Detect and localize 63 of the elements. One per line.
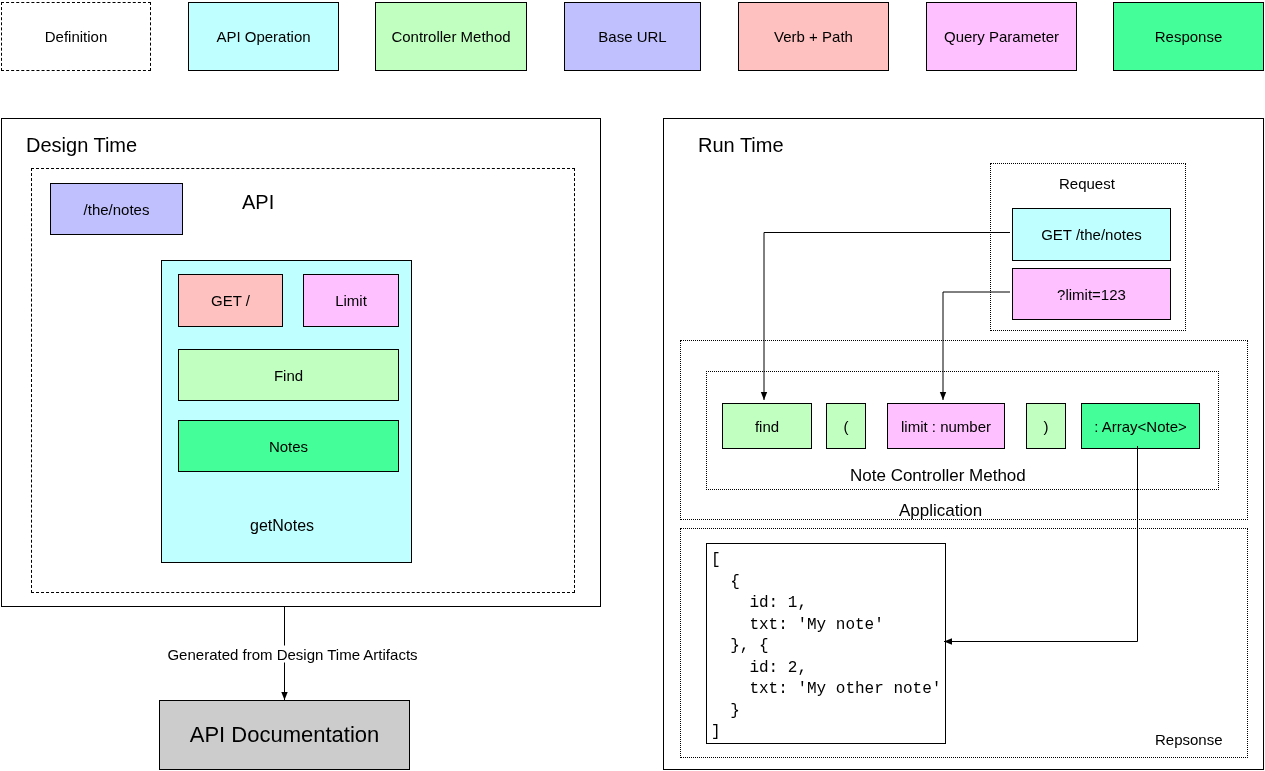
code-line: }, { <box>729 636 770 657</box>
group-title: Run Time <box>698 134 784 157</box>
group-title: Design Time <box>26 134 138 157</box>
edge-label: Generated from Design Time Artifacts <box>165 645 420 662</box>
code-line: id: 1, <box>748 593 808 614</box>
legend-text: Definition <box>44 27 108 46</box>
group-title: Request <box>1059 175 1115 192</box>
group-title: Application <box>899 501 983 521</box>
panel <box>663 118 1264 770</box>
group-title: Repsonse <box>1155 731 1223 748</box>
legend-text: Query Parameter <box>943 27 1059 46</box>
box-label: /the/notes <box>83 200 150 218</box>
group-title: API <box>242 191 275 214</box>
box-label: GET / <box>211 292 250 309</box>
legend-text: Base URL <box>598 27 667 46</box>
box-label: : Array<Note> <box>1094 417 1187 435</box>
process-box <box>178 420 399 472</box>
process-box <box>1081 403 1200 449</box>
code-line: ] <box>711 722 722 743</box>
code-box <box>706 543 946 744</box>
process-box <box>722 403 812 449</box>
operation-box <box>161 260 412 563</box>
process-box <box>178 274 283 327</box>
box-label: GET /the/notes <box>1041 226 1142 243</box>
group-frame <box>706 371 1219 490</box>
process-box <box>1012 208 1171 261</box>
box-label: limit : number <box>901 417 991 435</box>
box-label: Find <box>273 366 304 384</box>
box-label: Limit <box>335 292 367 309</box>
process-box <box>887 403 1005 449</box>
box-label: ( <box>843 417 849 435</box>
code-line: txt: 'My note' <box>748 614 885 636</box>
legend-text: API Operation <box>216 27 311 46</box>
group-frame <box>680 528 1248 758</box>
box-label: API Documentation <box>189 722 380 748</box>
arrow <box>760 232 1011 401</box>
box-label: find <box>754 417 780 435</box>
box-label: Notes <box>268 437 309 455</box>
box-label: ?limit=123 <box>1057 285 1126 303</box>
process-box <box>303 274 399 327</box>
code-line: [ <box>711 550 722 571</box>
box-label: ) <box>1043 417 1049 435</box>
process-box <box>50 183 183 235</box>
code-line: } <box>729 700 741 722</box>
arrow <box>943 445 1138 645</box>
group-title: Note Controller Method <box>850 466 1026 486</box>
legend-text: Response <box>1154 27 1223 46</box>
legend-text: Controller Method <box>391 27 511 46</box>
group-title: getNotes <box>250 517 315 535</box>
legend-text: Verb + Path <box>774 27 853 46</box>
process-box <box>178 349 399 401</box>
panel <box>1 118 601 607</box>
process-box <box>826 403 866 449</box>
code-line: txt: 'My other note' <box>748 679 942 700</box>
arrow <box>939 291 1011 401</box>
code-line: id: 2, <box>748 657 808 679</box>
process-box <box>1012 268 1171 320</box>
process-box <box>1026 403 1066 449</box>
group-frame <box>31 168 575 593</box>
group-frame <box>990 163 1186 331</box>
process-box <box>159 700 410 770</box>
group-frame <box>680 340 1248 520</box>
code-line: { <box>729 571 741 593</box>
